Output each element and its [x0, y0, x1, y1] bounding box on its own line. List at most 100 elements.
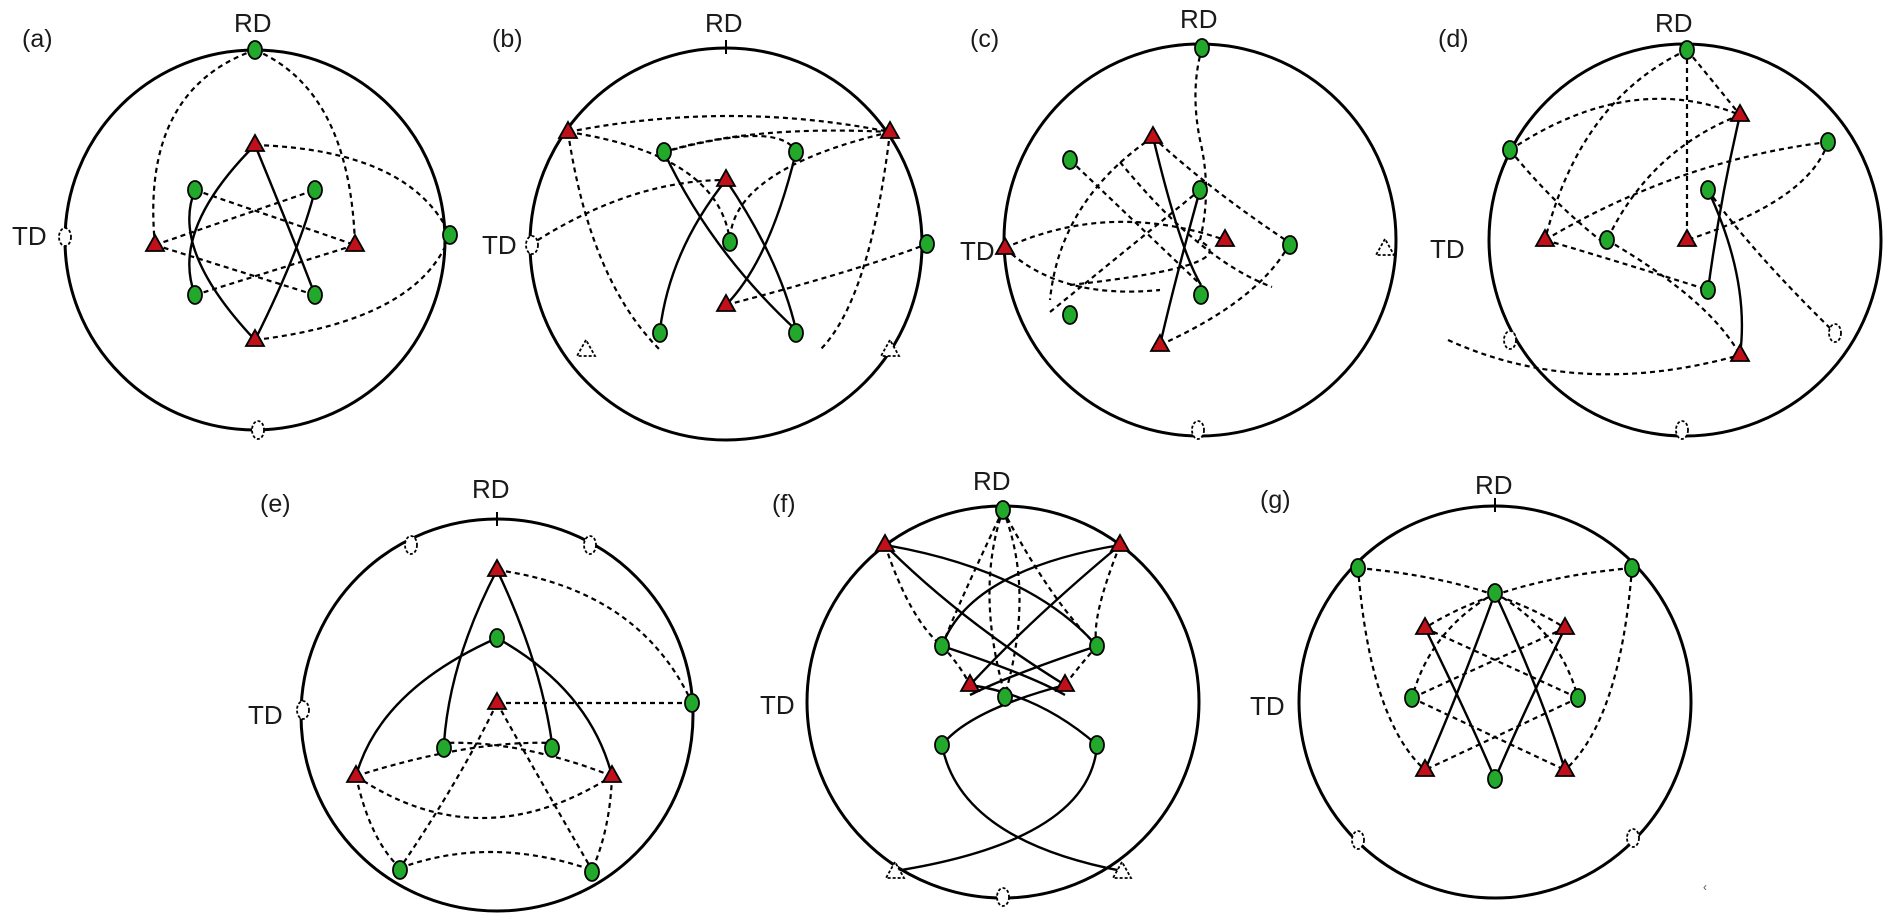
- circle-marker: [656, 142, 672, 162]
- hollow-marker: [1374, 237, 1396, 256]
- rd-label-f: RD: [973, 466, 1011, 496]
- triangle-marker: [1149, 333, 1171, 352]
- circle-marker: [1820, 132, 1836, 152]
- circle-marker: [684, 693, 700, 713]
- panel-label-g: (g): [1260, 486, 1291, 514]
- hollow-marker: [879, 338, 901, 357]
- triangle-marker: [959, 673, 981, 692]
- triangle-marker: [244, 328, 266, 347]
- circle-marker: [1089, 636, 1105, 656]
- hollow-marker: [583, 535, 597, 555]
- rd-label-a: RD: [234, 8, 272, 38]
- circle-marker: [489, 628, 505, 648]
- rd-label-d: RD: [1655, 8, 1693, 38]
- circle-marker: [788, 323, 804, 343]
- td-label-f: TD: [760, 690, 795, 720]
- circle-marker: [919, 234, 935, 254]
- pole-figure-g: (g) RD TD: [1240, 460, 1710, 922]
- triangle-marker: [879, 120, 901, 139]
- circle-marker: [544, 738, 560, 758]
- triangle-marker: [715, 293, 737, 312]
- circle-marker: [1570, 688, 1586, 708]
- triangle-marker: [1142, 125, 1164, 144]
- hollow-marker: [1503, 330, 1517, 350]
- hollow-marker: [575, 338, 597, 357]
- panel-label-c: (c): [970, 25, 1000, 53]
- circle-marker: [247, 40, 263, 60]
- circle-marker: [1487, 583, 1503, 603]
- panel-label-d: (d): [1438, 25, 1469, 53]
- circle-marker: [1062, 305, 1078, 325]
- circle-marker: [1062, 150, 1078, 170]
- diagram-svg-e: [296, 512, 700, 913]
- td-label-b: TD: [482, 230, 517, 260]
- triangle-marker: [344, 233, 366, 252]
- triangle-marker: [244, 133, 266, 152]
- pole-figure-c: (c) RD TD: [960, 0, 1430, 460]
- circle-marker: [1350, 558, 1366, 578]
- circle-marker: [187, 180, 203, 200]
- circle-marker: [1700, 180, 1716, 200]
- hollow-marker: [1828, 323, 1842, 343]
- triangle-marker: [557, 120, 579, 139]
- panel-label-b: (b): [492, 25, 523, 53]
- diagram-svg-a: [58, 40, 458, 440]
- circle-marker: [1624, 558, 1640, 578]
- panel-label-e: (e): [260, 490, 291, 518]
- td-label-d: TD: [1430, 234, 1465, 264]
- hollow-marker: [996, 887, 1010, 907]
- diagram-svg-b: [525, 40, 935, 442]
- circle-marker: [1487, 769, 1503, 789]
- pole-figure-a: (a) RD TD: [0, 0, 470, 460]
- circle-marker: [934, 735, 950, 755]
- circle-marker: [1089, 735, 1105, 755]
- circle-marker: [722, 232, 738, 252]
- hollow-marker: [1191, 420, 1205, 440]
- hollow-marker: [1626, 828, 1640, 848]
- rd-label-e: RD: [472, 474, 510, 504]
- circle-marker: [1679, 40, 1695, 60]
- hollow-marker: [1351, 830, 1365, 850]
- circle-marker: [1700, 280, 1716, 300]
- circle-marker: [584, 862, 600, 882]
- circle-marker: [1282, 235, 1298, 255]
- pole-figure-e: (e) RD TD: [240, 460, 730, 922]
- circle-marker: [652, 323, 668, 343]
- diagram-svg-d: [1447, 40, 1883, 440]
- circle-marker: [1193, 285, 1209, 305]
- hollow-marker: [884, 860, 906, 879]
- triangle-marker: [345, 764, 367, 783]
- triangle-marker: [715, 168, 737, 187]
- hollow-marker: [1111, 860, 1133, 879]
- circle-marker: [1502, 140, 1518, 160]
- triangle-marker: [1729, 343, 1751, 362]
- circle-marker: [436, 738, 452, 758]
- triangle-marker: [486, 558, 508, 577]
- pole-figure-d: (d) RD TD: [1430, 0, 1890, 460]
- rd-label-c: RD: [1180, 4, 1218, 34]
- circle-marker: [442, 225, 458, 245]
- pole-figure-b: (b) RD TD: [480, 0, 960, 460]
- triangle-marker: [601, 764, 623, 783]
- triangle-marker: [1534, 228, 1556, 247]
- triangle-marker: [1054, 673, 1076, 692]
- triangle-marker: [144, 233, 166, 252]
- stray-mark: ‹: [1703, 880, 1707, 894]
- hollow-marker: [404, 535, 418, 555]
- td-label-e: TD: [248, 700, 283, 730]
- circle-marker: [307, 285, 323, 305]
- hollow-marker: [251, 420, 265, 440]
- circle-marker: [997, 687, 1013, 707]
- hollow-marker: [525, 235, 539, 255]
- diagram-svg-g: [1297, 498, 1693, 900]
- pole-figure-f: (f) RD TD: [760, 460, 1220, 922]
- rd-label-g: RD: [1475, 470, 1513, 500]
- circle-marker: [1599, 230, 1615, 250]
- circle-marker: [788, 142, 804, 162]
- rd-label-b: RD: [705, 8, 743, 38]
- circle-marker: [1194, 38, 1210, 58]
- triangle-marker: [1676, 228, 1698, 247]
- hollow-marker: [296, 700, 310, 720]
- circle-marker: [1404, 688, 1420, 708]
- triangle-marker: [1109, 533, 1131, 552]
